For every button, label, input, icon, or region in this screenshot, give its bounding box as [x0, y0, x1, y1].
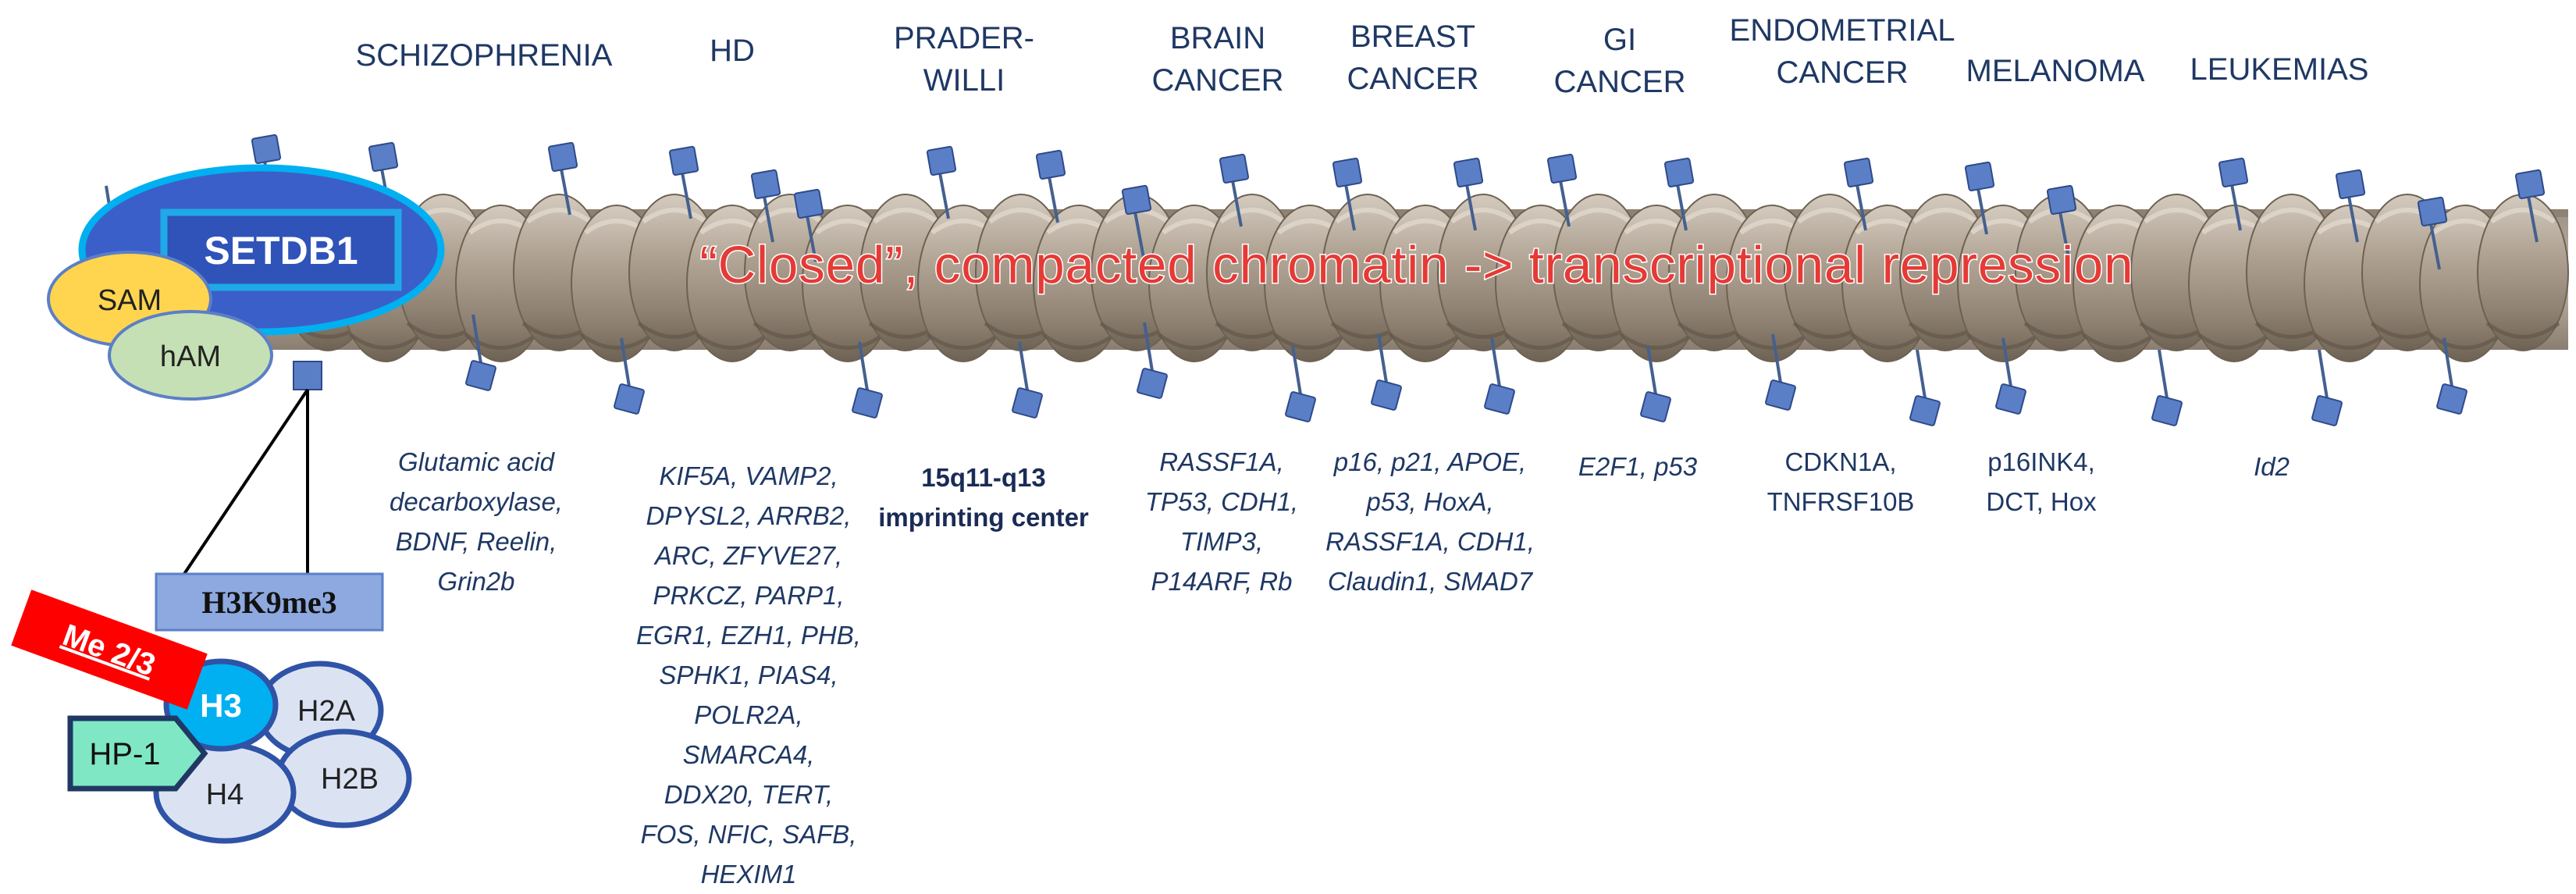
h3-label: H3: [200, 687, 242, 724]
ham-label: hAM: [160, 340, 221, 373]
setdb1-box: [160, 208, 402, 291]
repression-label: “Closed”, compacted chromatin -> transcr…: [699, 236, 2133, 294]
methyl-tag: [2151, 349, 2183, 426]
methyl-tag: [1035, 149, 1066, 223]
methyl-tag: [2218, 157, 2249, 231]
disease-label-hd: HD: [710, 34, 755, 68]
disease-label-schizophrenia: SCHIZOPHRENIA: [355, 38, 613, 73]
gene-list-gi-cancer: E2F1, p53: [1578, 452, 1698, 481]
methyl-tag: [1285, 345, 1316, 422]
gene-list-prader-willi: 15q11-q13 imprinting center: [878, 463, 1089, 532]
methyl-tag: [368, 141, 399, 215]
methyl-tag: [1453, 157, 1484, 231]
methyl-tag: [1546, 153, 1578, 227]
methyl-tag: [1964, 161, 1995, 235]
methyl-tag: [2311, 349, 2343, 426]
disease-label-endometrial-cancer: ENDOMETRIAL CANCER: [1729, 13, 1955, 90]
disease-label-gi-cancer: GI CANCER: [1553, 23, 1686, 99]
nucleosome-disc: [2477, 194, 2569, 351]
fiber-band-top: [234, 209, 2568, 217]
h3k9me3-box: [155, 572, 384, 632]
mark-connector: [183, 361, 322, 575]
methyl-tag: [1121, 184, 1152, 258]
hp1-label: HP-1: [89, 737, 160, 771]
h2b-label: H2B: [321, 763, 379, 796]
gene-list-endometrial-cancer: CDKN1A, TNFRSF10B: [1767, 447, 1915, 516]
ham-ellipse: [108, 310, 273, 401]
methyl-tag: [1765, 333, 1796, 411]
methyl-tag: [2436, 337, 2467, 415]
methyl-tag: [793, 188, 824, 262]
sam-label: SAM: [98, 284, 162, 317]
methyl-tag: [852, 341, 883, 419]
disease-label-brain-cancer: BRAIN CANCER: [1151, 21, 1284, 98]
methyl-tag: [1371, 333, 1402, 411]
methyl-tag: [2417, 196, 2448, 270]
methyl-tag: [2335, 169, 2366, 243]
disease-label-breast-cancer: BREAST CANCER: [1347, 20, 1479, 96]
gene-list-brain-cancer: RASSF1A, TP53, CDH1, TIMP3, P14ARF, Rb: [1144, 447, 1299, 596]
nucleosome-array: [282, 194, 2569, 362]
methyl-tag: [926, 145, 957, 219]
disease-label-prader-willi: PRADER- WILLI: [893, 21, 1035, 98]
disease-label-melanoma: MELANOMA: [1966, 54, 2145, 88]
methyl-tag: [750, 169, 781, 243]
histone-octamer: H2A H2B H4 H3: [153, 658, 412, 844]
methyl-tags: [98, 134, 2546, 426]
connector-tag: [293, 361, 322, 390]
setdb1-complex: SETDB1 SAM hAM: [47, 164, 445, 401]
methyl-tag: [1909, 349, 1941, 426]
methyl-tag: [668, 145, 699, 219]
hp1-shape: [67, 715, 208, 792]
methyl-tag: [1137, 322, 1168, 399]
gene-list-hd: KIF5A, VAMP2, DPYSL2, ARRB2, ARC, ZFYVE2…: [636, 461, 861, 889]
disease-label-leukemias: LEUKEMIAS: [2190, 52, 2369, 87]
h4-label: H4: [206, 778, 244, 811]
methyl-tag: [1012, 341, 1043, 419]
methyl-tag: [614, 337, 645, 415]
gene-list-leukemias: Id2: [2254, 452, 2290, 481]
gene-list-melanoma: p16INK4, DCT, Hox: [1986, 447, 2097, 516]
h2a-label: H2A: [297, 695, 356, 728]
methyl-tag: [465, 314, 496, 391]
methyl-tag: [1995, 337, 2026, 415]
methyl-tag: [1843, 157, 1874, 231]
methyl-tag: [1332, 157, 1363, 231]
methyl-tag: [1219, 153, 1250, 227]
methyl-tag: [1663, 157, 1695, 231]
methyl-tag: [1484, 337, 1515, 415]
gene-list-breast-cancer: p16, p21, APOE, p53, HoxA, RASSF1A, CDH1…: [1325, 447, 1535, 596]
methyl-tag: [2046, 184, 2077, 258]
methyl-tag: [547, 141, 578, 215]
methyl-tag: [1640, 345, 1671, 422]
methyl-tag: [2514, 169, 2546, 243]
setdb1-label: SETDB1: [204, 229, 358, 272]
gene-list-schizophrenia: Glutamic acid decarboxylase, BDNF, Reeli…: [390, 447, 563, 596]
h3k9me3-label: H3K9me3: [201, 585, 336, 620]
